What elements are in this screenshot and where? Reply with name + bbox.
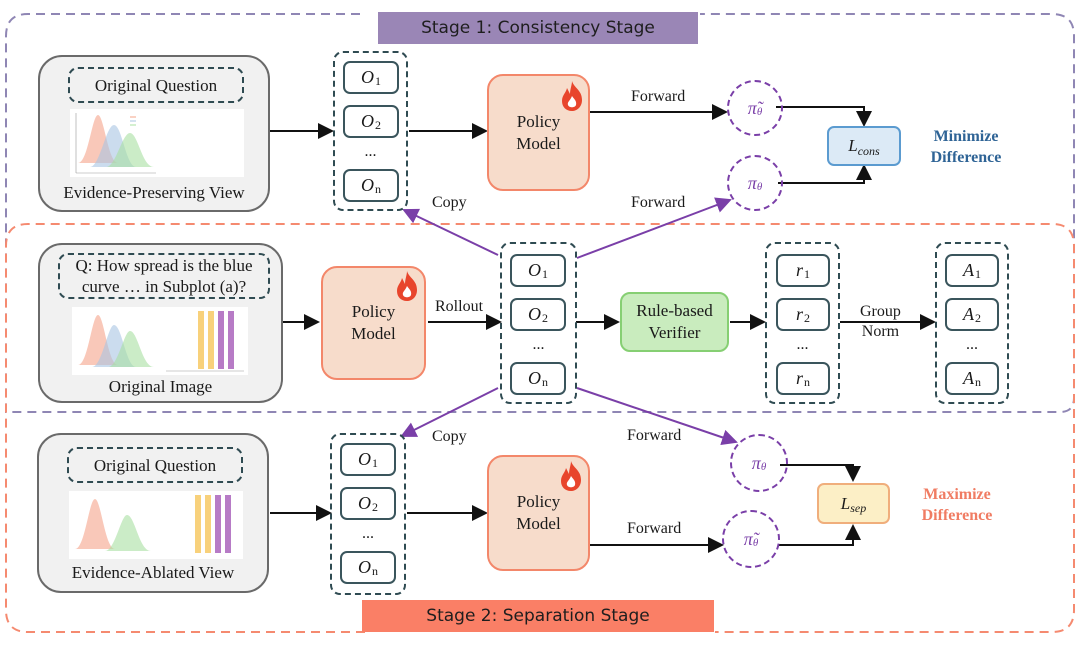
- middle-outputs-ellipsis: ...: [532, 336, 545, 353]
- arrow-pi-to-lcons: [778, 164, 872, 184]
- stage2-forward-top-label: Forward: [627, 427, 682, 444]
- stage1-outputs-ellipsis: ...: [364, 143, 377, 160]
- original-image-label: Original Image: [108, 377, 213, 396]
- stage2-question-box: Original Question: [67, 447, 243, 483]
- stage2-copy-label: Copy: [432, 428, 467, 445]
- stage1-forward-top-label: Forward: [631, 88, 686, 105]
- evidence-preserving-thumbnail: [70, 109, 244, 177]
- evidence-preserving-view-card: Original Question Evidence-Preserving Vi…: [38, 55, 270, 212]
- advantages-ellipsis: ...: [966, 336, 978, 353]
- stage1-banner-text: Stage 1: Consistency Stage: [421, 18, 655, 38]
- stage2-outputs-ellipsis: ...: [362, 525, 374, 542]
- arrow-pitilde2-to-lsep: [778, 524, 861, 546]
- evidence-ablated-view-card: Original Question Evidence-Ablated View: [37, 433, 269, 593]
- stage1-copy-label: Copy: [432, 194, 467, 211]
- arrow-pi2-to-lsep: [780, 464, 861, 482]
- original-image-thumbnail: [72, 307, 248, 375]
- stage1-question-box: Original Question: [68, 67, 244, 103]
- evidence-ablated-thumbnail: [69, 491, 243, 559]
- stage1-pi-tilde-node: π̃θ: [727, 80, 783, 136]
- stage2-view-label: Evidence-Ablated View: [71, 563, 235, 582]
- stage1-region-border: [5, 13, 1075, 413]
- flame-icon: [561, 461, 581, 491]
- stage2-banner-text: Stage 2: Separation Stage: [426, 606, 650, 626]
- stage1-banner: Stage 1: Consistency Stage: [378, 12, 698, 44]
- rewards-ellipsis: ...: [796, 336, 809, 353]
- stage2-banner: Stage 2: Separation Stage: [362, 600, 714, 632]
- stage2-pi-tilde-node: π̃θ: [722, 510, 780, 568]
- forward-arrow-to-stage2-pi: [576, 387, 738, 446]
- stage1-question-text: Original Question: [94, 75, 218, 95]
- arrow-pitilde-to-lcons: [776, 106, 872, 127]
- flame-icon: [562, 81, 582, 111]
- stage2-region-border: [5, 223, 1075, 633]
- copy-arrow-to-stage2: [400, 387, 499, 437]
- rollout-label: Rollout: [435, 298, 484, 315]
- stage2-forward-bottom-label: Forward: [627, 520, 682, 537]
- flame-icon: [397, 271, 417, 301]
- forward-arrow-to-stage1-pi: [576, 197, 732, 259]
- stage1-view-label: Evidence-Preserving View: [63, 183, 245, 202]
- copy-arrow-to-stage1: [402, 208, 499, 256]
- stage2-question-text: Original Question: [93, 455, 217, 475]
- stage1-forward-bottom-label: Forward: [631, 194, 686, 211]
